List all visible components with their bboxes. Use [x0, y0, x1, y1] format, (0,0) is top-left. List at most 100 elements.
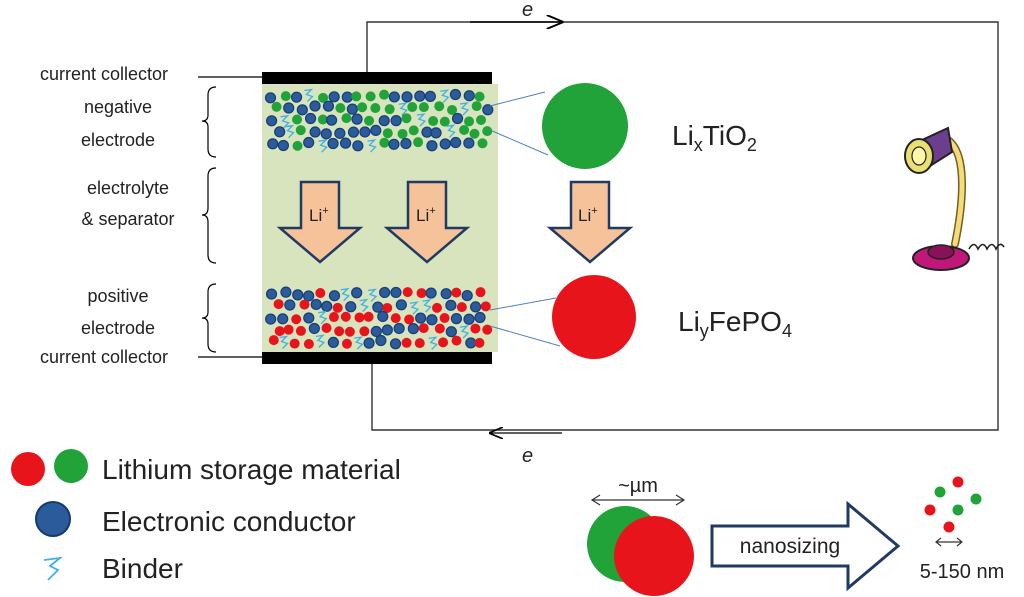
svg-text:Li+: Li+ — [416, 205, 436, 225]
cathode-conductor-particle — [440, 288, 452, 300]
negative-electrode-label-1: negative — [84, 97, 152, 117]
anode-conductor-particle — [359, 126, 371, 138]
cathode-conductor-particle — [407, 323, 419, 335]
cathode-binder — [428, 336, 438, 350]
anode-conductor-particle — [388, 138, 400, 150]
cathode-formula-li: Li — [678, 306, 700, 337]
anode-storage-particle — [384, 104, 395, 115]
cathode-storage-particle — [439, 313, 450, 324]
anode-conductor-particle — [341, 91, 353, 103]
anode-conductor-particle — [334, 127, 346, 139]
svg-text:LixTiO2: LixTiO2 — [672, 120, 757, 155]
cathode-binder — [459, 325, 470, 339]
anode-storage-particle — [408, 125, 419, 136]
li-ion-label-3-base: Li — [578, 206, 591, 225]
nano-particle-1 — [952, 476, 964, 488]
cathode-storage-particle — [363, 311, 374, 322]
anode-conductor-particle — [277, 139, 290, 152]
cathode-storage-particle — [283, 324, 294, 335]
bracket-right-negative — [207, 87, 262, 157]
current-collector-label-top: current collector — [40, 64, 168, 84]
cathode-storage-particle — [332, 302, 343, 313]
anode-storage-particle — [271, 101, 282, 112]
cathode-storage-particle — [432, 302, 443, 313]
cathode-conductor-particle — [327, 336, 339, 349]
cathode-storage-particle — [418, 323, 429, 334]
bracket-left-electrolyte — [201, 167, 217, 264]
current-collector-bottom-bar — [262, 352, 492, 364]
cathode-storage-particle — [341, 338, 352, 349]
anode-storage-particle — [295, 125, 306, 136]
cathode-storage-particle — [404, 314, 415, 325]
cathode-conductor-particle — [415, 312, 427, 324]
cathode-storage-particle — [354, 312, 365, 323]
cathode-storage-particle — [456, 302, 467, 313]
li-ion-label-2-base: Li — [416, 206, 429, 225]
anode-formula-2: 2 — [747, 135, 757, 155]
anode-conductor-particle — [351, 113, 363, 125]
cathode-storage-particle — [344, 326, 355, 337]
anode-binder — [398, 102, 408, 116]
cathode-storage-particle — [474, 337, 485, 348]
bracket-left-negative — [201, 86, 217, 158]
anode-storage-particle — [428, 116, 439, 127]
cathode-formula-fepo: FePO — [709, 306, 782, 337]
cathode-storage-particle — [382, 302, 393, 313]
cathode-binder — [318, 310, 328, 325]
cathode-binder — [279, 335, 289, 349]
anode-conductor-particle — [320, 128, 332, 140]
li-ion-label-3-charge: + — [591, 205, 597, 217]
anode-particle-zoom — [542, 83, 628, 169]
anode-conductor-particle — [274, 126, 286, 138]
cathode-storage-particle — [303, 338, 314, 349]
electron-label-top: e — [522, 0, 533, 21]
anode-storage-particle — [379, 137, 390, 148]
anode-binder — [459, 102, 470, 116]
anode-conductor-particle — [424, 90, 436, 102]
anode-storage-particle — [471, 101, 482, 112]
anode-conductor-particle — [339, 137, 352, 149]
cathode-conductor-particle — [351, 287, 363, 299]
cathode-binder — [340, 287, 350, 302]
cathode-storage-particle — [321, 323, 332, 334]
li-ion-arrow-1: Li+ — [276, 180, 364, 264]
anode-storage-particle — [397, 128, 408, 139]
cathode-conductor-particle — [363, 337, 375, 349]
anode-storage-particle — [341, 113, 352, 124]
anode-conductor-particle — [388, 91, 400, 103]
anode-binder — [446, 124, 456, 138]
anode-conductor-particle — [449, 88, 462, 101]
anode-storage-particle — [292, 114, 303, 125]
anode-conductor-particle — [430, 127, 442, 139]
size-label-um: ~µm — [618, 475, 658, 497]
svg-text:Li+: Li+ — [578, 205, 598, 225]
cathode-conductor-particle — [445, 326, 457, 338]
anode-conductor-particle — [304, 112, 317, 125]
anode-conductor-particle — [370, 124, 382, 137]
cathode-conductor-particle — [375, 334, 387, 347]
anode-storage-particle — [351, 91, 362, 102]
cathode-conductor-particle — [303, 312, 315, 324]
electrolyte-label-2: & separator — [81, 209, 174, 229]
cathode-conductor-particle — [345, 301, 357, 313]
legend-green-dot — [54, 449, 88, 483]
cathode-storage-particle — [402, 287, 413, 298]
size-label-nm: 5-150 nm — [920, 561, 1005, 583]
cathode-storage-particle — [482, 324, 493, 335]
cathode-conductor-particle — [292, 289, 304, 301]
legend-binder-icon — [43, 556, 64, 581]
nano-particle-5 — [952, 504, 964, 516]
cathode-storage-particle — [414, 338, 425, 349]
zoom-line-cathode-top — [489, 297, 557, 311]
anode-conductor-particle — [378, 115, 390, 127]
cathode-conductor-particle — [425, 287, 437, 299]
anode-conductor-particle — [390, 115, 402, 127]
zoom-line-anode-top — [489, 91, 546, 107]
anode-conductor-particle — [290, 91, 303, 103]
anode-conductor-particle — [266, 115, 278, 127]
current-collector-top-bar — [262, 72, 492, 84]
anode-conductor-particle — [309, 126, 321, 138]
anode-conductor-particle — [303, 136, 315, 149]
anode-storage-particle — [401, 113, 412, 124]
anode-binder — [285, 124, 295, 139]
